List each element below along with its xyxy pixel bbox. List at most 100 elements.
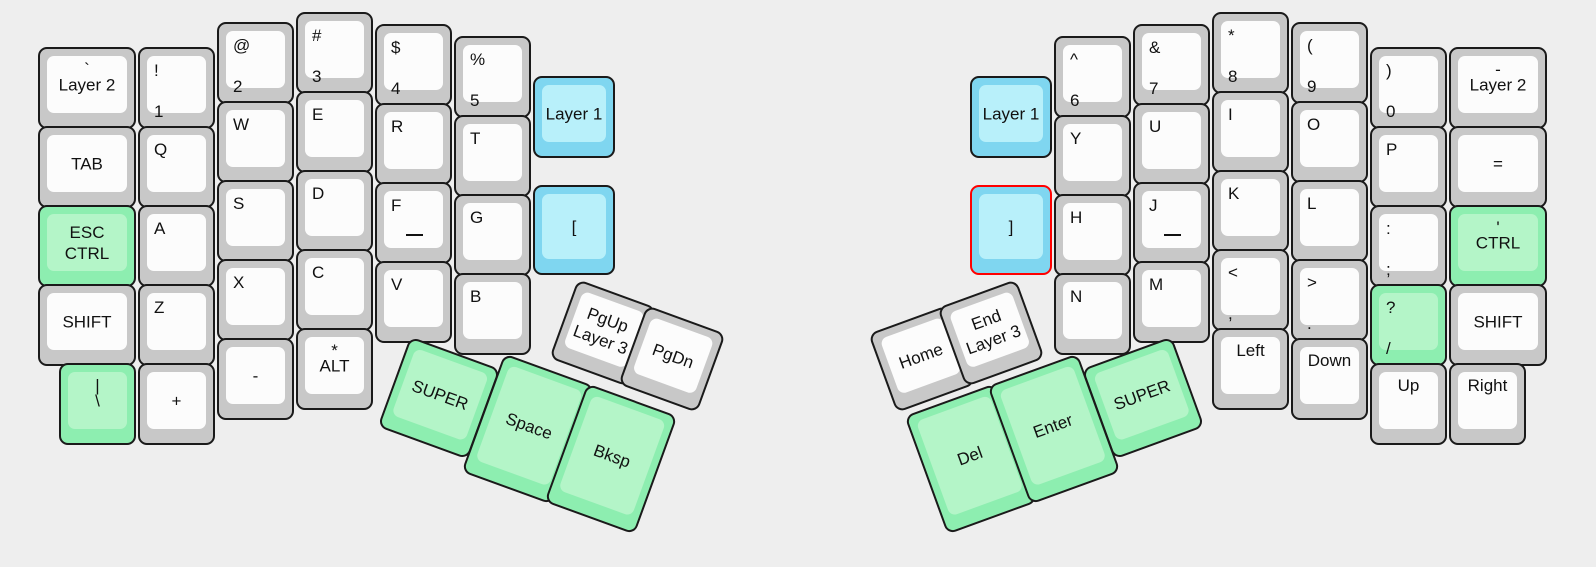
keycap-r-c5-r5: Down — [1300, 347, 1359, 404]
key-l-c7-r2[interactable]: [ — [533, 185, 615, 275]
key-legend-top-r-c4-r2: I — [1228, 105, 1233, 124]
key-legend-bottom-r-c6-r4: / — [1386, 339, 1391, 358]
keycap-r-c5-r2: O — [1300, 110, 1359, 167]
key-legend-main-r-c1-r1: Layer 1 — [982, 104, 1040, 123]
key-l-c4-r5[interactable]: *ALT — [296, 328, 373, 410]
key-l-c1-r5[interactable]: |\ — [59, 363, 136, 445]
keycap-r-c3-r1: &7 — [1142, 33, 1201, 97]
key-legend-main-l-c1-r1: Layer 2 — [58, 75, 116, 94]
key-l-c3-r3[interactable]: S — [217, 180, 294, 262]
key-l-c5-r2[interactable]: R — [375, 103, 452, 185]
key-legend-bottom-r-c5-r1: 9 — [1307, 77, 1317, 96]
keycap-l-c6-r2: T — [463, 124, 522, 181]
key-l-c3-r2[interactable]: W — [217, 101, 294, 183]
key-r-c4-r4[interactable]: <, — [1212, 249, 1289, 331]
key-r-c1-r1[interactable]: Layer 1 — [970, 76, 1052, 158]
key-r-c6-r4[interactable]: ?/ — [1370, 284, 1447, 366]
key-r-c7-r1[interactable]: -Layer 2 — [1449, 47, 1547, 129]
keycap-l-c3-r3: S — [226, 189, 285, 246]
key-r-c2-r3[interactable]: H — [1054, 194, 1131, 276]
keycap-r-t-end: End Layer 3 — [948, 290, 1031, 369]
key-legend-main-r-c7-r3: CTRL — [1475, 233, 1521, 252]
keycap-l-c4-r3: D — [305, 179, 364, 236]
key-r-c1-r2[interactable]: ] — [970, 185, 1052, 275]
key-r-c3-r2[interactable]: U — [1133, 103, 1210, 185]
key-legend-main-r-c7-r4: SHIFT — [1473, 312, 1523, 331]
key-r-c5-r5[interactable]: Down — [1291, 338, 1368, 420]
key-legend-top-l-c4-r4: C — [312, 263, 325, 282]
key-l-c5-r1[interactable]: $4 — [375, 24, 452, 106]
key-r-c5-r4[interactable]: >. — [1291, 259, 1368, 341]
key-r-c2-r2[interactable]: Y — [1054, 115, 1131, 197]
keycap-l-c4-r2: E — [305, 100, 364, 157]
key-l-c1-r2[interactable]: TAB — [38, 126, 136, 208]
key-l-c5-r3[interactable]: F — [375, 182, 452, 264]
key-l-c6-r4[interactable]: B — [454, 273, 531, 355]
key-legend-bottom-l-c2-r1: 1 — [154, 102, 164, 121]
key-legend-bottom-l-c5-r1: 4 — [391, 79, 401, 98]
key-r-c5-r2[interactable]: O — [1291, 101, 1368, 183]
key-l-c2-r1[interactable]: !1 — [138, 47, 215, 129]
key-l-c4-r1[interactable]: #3 — [296, 12, 373, 94]
key-r-c7-r5[interactable]: Right — [1449, 363, 1526, 445]
key-l-c3-r5[interactable]: - — [217, 338, 294, 420]
key-r-c4-r3[interactable]: K — [1212, 170, 1289, 252]
key-l-c1-r4[interactable]: SHIFT — [38, 284, 136, 366]
key-l-c2-r2[interactable]: Q — [138, 126, 215, 208]
key-legend-main-r-c7-r2: = — [1493, 154, 1503, 173]
key-l-c6-r3[interactable]: G — [454, 194, 531, 276]
key-legend-main-r-c5-r5: Down — [1307, 351, 1352, 370]
keycap-l-c1-r3: ESC CTRL — [47, 214, 127, 271]
keycap-l-c1-r1: `Layer 2 — [47, 56, 127, 113]
key-l-c2-r4[interactable]: Z — [138, 284, 215, 366]
keycap-l-c6-r3: G — [463, 203, 522, 260]
key-r-c4-r5[interactable]: Left — [1212, 328, 1289, 410]
key-l-c4-r3[interactable]: D — [296, 170, 373, 252]
key-l-c1-r3[interactable]: ESC CTRL — [38, 205, 136, 287]
key-l-c3-r4[interactable]: X — [217, 259, 294, 341]
key-r-c3-r3[interactable]: J — [1133, 182, 1210, 264]
key-l-c4-r4[interactable]: C — [296, 249, 373, 331]
key-l-c6-r2[interactable]: T — [454, 115, 531, 197]
key-legend-main-l-c1-r5: \ — [95, 391, 100, 410]
key-r-c2-r1[interactable]: ^6 — [1054, 36, 1131, 118]
keycap-l-c5-r1: $4 — [384, 33, 443, 97]
key-r-c5-r3[interactable]: L — [1291, 180, 1368, 262]
key-l-c2-r5[interactable]: + — [138, 363, 215, 445]
key-legend-top-l-c6-r2: T — [470, 129, 481, 148]
key-r-c6-r5[interactable]: Up — [1370, 363, 1447, 445]
key-r-c4-r1[interactable]: *8 — [1212, 12, 1289, 94]
key-l-c1-r1[interactable]: `Layer 2 — [38, 47, 136, 129]
key-l-c7-r1[interactable]: Layer 1 — [533, 76, 615, 158]
key-legend-top-r-c2-r1: ^ — [1070, 50, 1078, 69]
key-r-c3-r4[interactable]: M — [1133, 261, 1210, 343]
key-r-c7-r2[interactable]: = — [1449, 126, 1547, 208]
key-r-c3-r1[interactable]: &7 — [1133, 24, 1210, 106]
key-legend-main-r-c1-r2: ] — [1008, 217, 1014, 236]
key-legend-main-l-c4-r5: ALT — [319, 356, 350, 375]
keycap-l-c6-r4: B — [463, 282, 522, 339]
key-r-c7-r4[interactable]: SHIFT — [1449, 284, 1547, 366]
key-legend-bottom-r-c5-r4: . — [1307, 314, 1312, 333]
key-l-c6-r1[interactable]: %5 — [454, 36, 531, 118]
key-l-c3-r1[interactable]: @2 — [217, 22, 294, 104]
key-r-c6-r1[interactable]: )0 — [1370, 47, 1447, 129]
key-legend-main-r-c4-r5: Left — [1236, 341, 1265, 360]
key-r-c2-r4[interactable]: N — [1054, 273, 1131, 355]
key-legend-top-l-c6-r4: B — [470, 287, 482, 306]
key-r-c7-r3[interactable]: 'CTRL — [1449, 205, 1547, 287]
keycap-l-c5-r4: V — [384, 270, 443, 327]
key-legend-top-r-c5-r4: > — [1307, 273, 1317, 292]
key-r-c6-r2[interactable]: P — [1370, 126, 1447, 208]
key-l-c5-r4[interactable]: V — [375, 261, 452, 343]
key-r-c5-r1[interactable]: (9 — [1291, 22, 1368, 104]
key-legend-top-r-c3-r2: U — [1149, 117, 1162, 136]
key-r-c6-r3[interactable]: :; — [1370, 205, 1447, 287]
keycap-r-c5-r4: >. — [1300, 268, 1359, 332]
key-r-c4-r2[interactable]: I — [1212, 91, 1289, 173]
key-l-c2-r3[interactable]: A — [138, 205, 215, 287]
key-legend-top-r-c3-r4: M — [1149, 275, 1164, 294]
key-l-c4-r2[interactable]: E — [296, 91, 373, 173]
keycap-r-c4-r2: I — [1221, 100, 1280, 157]
